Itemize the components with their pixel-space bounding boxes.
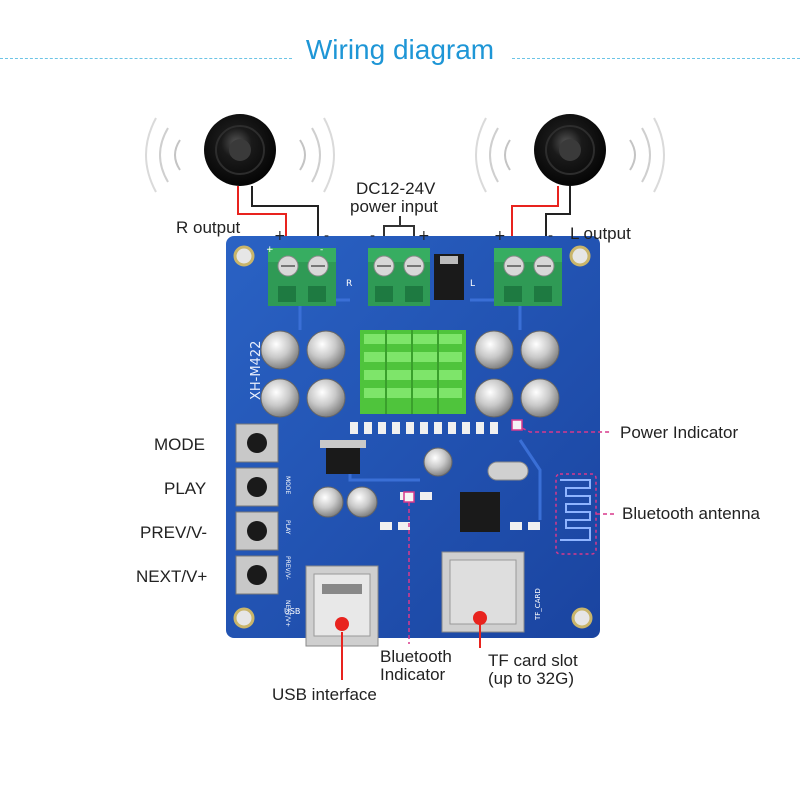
title-rule-left	[0, 58, 292, 59]
leader-lines	[341, 427, 614, 680]
l-minus-label: -	[548, 228, 553, 244]
antenna-trace	[560, 479, 591, 541]
left-speaker	[475, 114, 665, 193]
silk-mode: MODE	[284, 476, 291, 495]
power-input-label-2: power input	[350, 197, 438, 216]
silk-r: R	[346, 279, 352, 289]
prev-label: PREV/V-	[140, 523, 208, 542]
bluetooth-indicator-label-1: Bluetooth	[380, 647, 452, 666]
bluetooth-chip	[460, 492, 500, 532]
tf-card-label-2: (up to 32G)	[488, 669, 574, 688]
play-label: PLAY	[164, 479, 207, 498]
next-push-button	[235, 555, 279, 595]
pwr-minus-label: -	[370, 228, 375, 244]
play-push-button	[235, 467, 279, 507]
l-output-terminal	[494, 248, 562, 306]
r-plus-label: +	[274, 228, 286, 244]
power-diode	[434, 254, 464, 300]
tf-card-label-1: TF card slot	[488, 651, 578, 670]
l-plus-label: +	[494, 228, 506, 244]
silk-plus-r: +	[266, 245, 274, 255]
silk-next: NEXT/V+	[284, 600, 291, 627]
title-rule-right	[512, 58, 800, 59]
next-label: NEXT/V+	[136, 567, 208, 586]
silk-l: L	[470, 279, 475, 289]
usb-marker-dot	[335, 617, 349, 631]
usb-interface-label: USB interface	[272, 685, 377, 704]
diagram-title: Wiring diagram	[305, 34, 495, 65]
smd-components	[350, 422, 540, 530]
crystal-oscillator	[487, 461, 529, 481]
voltage-regulator	[320, 440, 366, 474]
silk-play: PLAY	[284, 520, 291, 535]
silk-prev: PREV/V-	[284, 556, 291, 580]
r-minus-label: -	[324, 228, 329, 244]
power-input-terminal	[368, 248, 430, 306]
silk-minus-r: -	[320, 245, 323, 255]
mode-label: MODE	[154, 435, 205, 454]
mode-push-button	[235, 423, 279, 463]
board-model-label: XH-M422	[249, 341, 264, 400]
r-output-terminal	[268, 248, 336, 306]
bluetooth-indicator-label-2: Indicator	[380, 665, 446, 684]
pwr-plus-label: +	[418, 228, 430, 244]
r-output-label: R output	[176, 218, 241, 237]
power-input-label-1: DC12-24V	[356, 179, 436, 198]
prev-push-button	[235, 511, 279, 551]
bluetooth-led	[403, 491, 415, 503]
heatsink	[360, 330, 466, 414]
right-speaker	[145, 114, 335, 193]
power-indicator-label: Power Indicator	[620, 423, 739, 442]
tf-marker-dot	[473, 611, 487, 625]
silk-tf-card: TF_CARD	[534, 588, 542, 621]
silk-usb: USB	[284, 607, 300, 616]
capacitors	[260, 330, 560, 518]
power-led	[511, 419, 523, 431]
bluetooth-antenna-label: Bluetooth antenna	[622, 504, 761, 523]
l-output-label: L output	[570, 224, 631, 243]
